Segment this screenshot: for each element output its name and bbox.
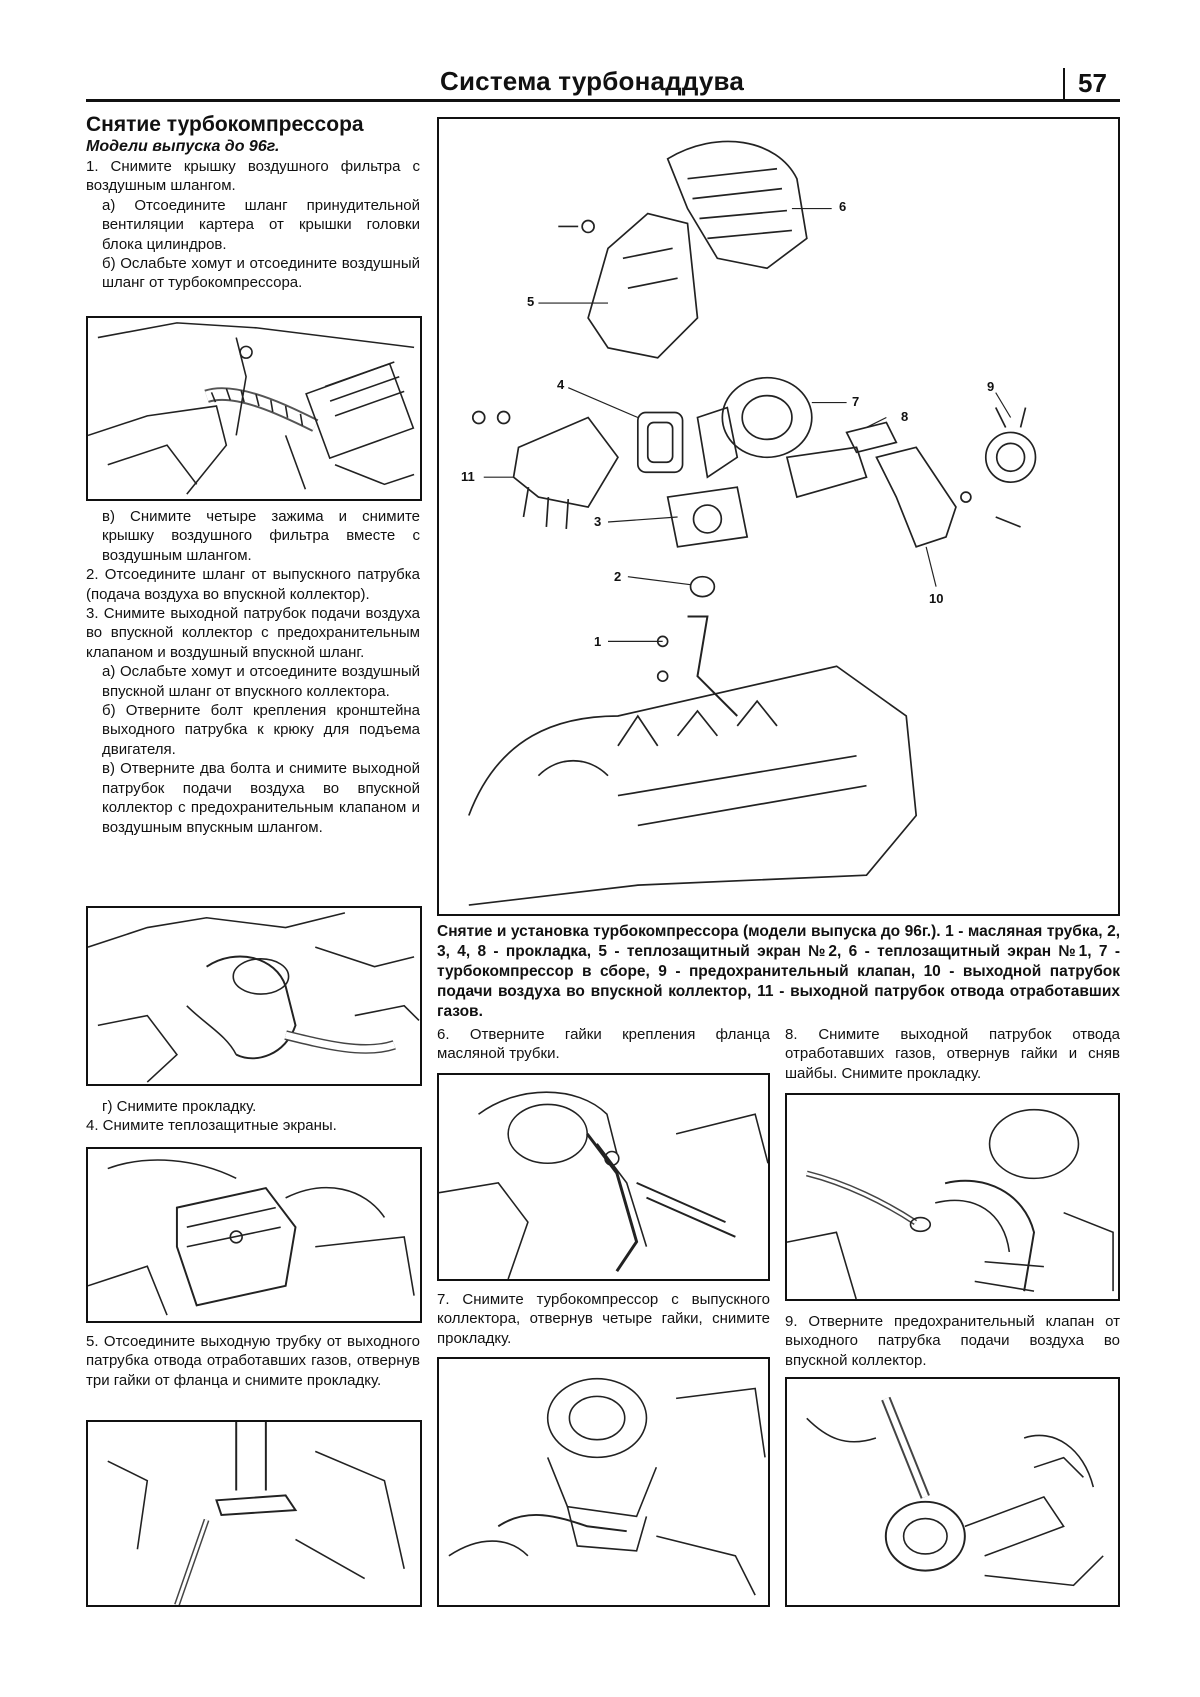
step-2: 2. Отсоедините шланг от выпускного патру… <box>86 566 420 603</box>
step-3b: б) Отверните болт крепления кронштейна в… <box>102 702 420 758</box>
figure-exhaust-outlet <box>785 1093 1120 1301</box>
steps-block-1: 1. Снимите крышку воздушного фильтра с в… <box>86 157 420 293</box>
step-9: 9. Отверните предохранительный клапан от… <box>785 1313 1120 1369</box>
figure-exhaust-flange <box>86 1420 422 1607</box>
step-8: 8. Снимите выходной патрубок отвода отра… <box>785 1026 1120 1082</box>
section-title: Снятие турбокомпрессора <box>86 113 364 136</box>
figure-heat-shields <box>86 1147 422 1323</box>
step-3c: в) Отверните два болта и снимите выходно… <box>102 760 420 836</box>
callout-8: 8 <box>901 409 909 424</box>
figure-relief-valve <box>785 1377 1120 1607</box>
callout-1: 1 <box>594 634 602 649</box>
figure-outlet-pipe <box>86 906 422 1086</box>
step-1: 1. Снимите крышку воздушного фильтра с в… <box>86 158 420 195</box>
callout-9: 9 <box>987 379 995 394</box>
step-1b: б) Ослабьте хомут и отсоедините воздушны… <box>102 255 420 292</box>
callout-10: 10 <box>929 591 944 606</box>
callout-2: 2 <box>614 569 622 584</box>
callout-4: 4 <box>557 377 565 392</box>
steps-block-3: г) Снимите прокладку. 4. Снимите теплоза… <box>86 1097 420 1136</box>
step-3d: г) Снимите прокладку. <box>102 1098 257 1115</box>
figure-turbocharger-exploded: 6 5 4 7 8 9 11 3 2 1 10 <box>437 117 1120 916</box>
step-7: 7. Снимите турбокомпрессор с выпускного … <box>437 1291 770 1347</box>
header-divider <box>1063 68 1065 100</box>
callout-6: 6 <box>839 199 847 214</box>
callout-3: 3 <box>594 514 602 529</box>
callout-5: 5 <box>527 294 535 309</box>
steps-block-2: в) Снимите четыре зажима и снимите крышк… <box>86 507 420 837</box>
page-title: Система турбонаддува <box>440 66 745 96</box>
callout-7: 7 <box>852 394 860 409</box>
step-3: 3. Снимите выходной патрубок подачи возд… <box>86 605 420 661</box>
steps-block-4: 5. Отсоедините выходную трубку от выходн… <box>86 1332 420 1390</box>
figure-oil-pipe-flange <box>437 1073 770 1281</box>
step-3a: а) Ослабьте хомут и отсоедините воздушны… <box>102 663 420 700</box>
step-6: 6. Отверните гайки крепления фланца масл… <box>437 1026 770 1063</box>
header-rule <box>86 99 1120 102</box>
figure-remove-turbo <box>437 1357 770 1607</box>
step-4: 4. Снимите теплозащитные экраны. <box>86 1117 337 1135</box>
page-number: 57 <box>1078 68 1107 98</box>
section-subtitle: Модели выпуска до 96г. <box>86 138 280 155</box>
main-figure-caption: Снятие и установка турбокомпрессора (мод… <box>437 923 1120 1020</box>
step-1c: в) Снимите четыре зажима и снимите крышк… <box>102 508 420 564</box>
step-5: 5. Отсоедините выходную трубку от выходн… <box>86 1333 420 1389</box>
figure-air-filter-hose <box>86 316 422 501</box>
step-1a: а) Отсоедините шланг принудительной вент… <box>102 196 420 253</box>
callout-11: 11 <box>461 469 475 484</box>
